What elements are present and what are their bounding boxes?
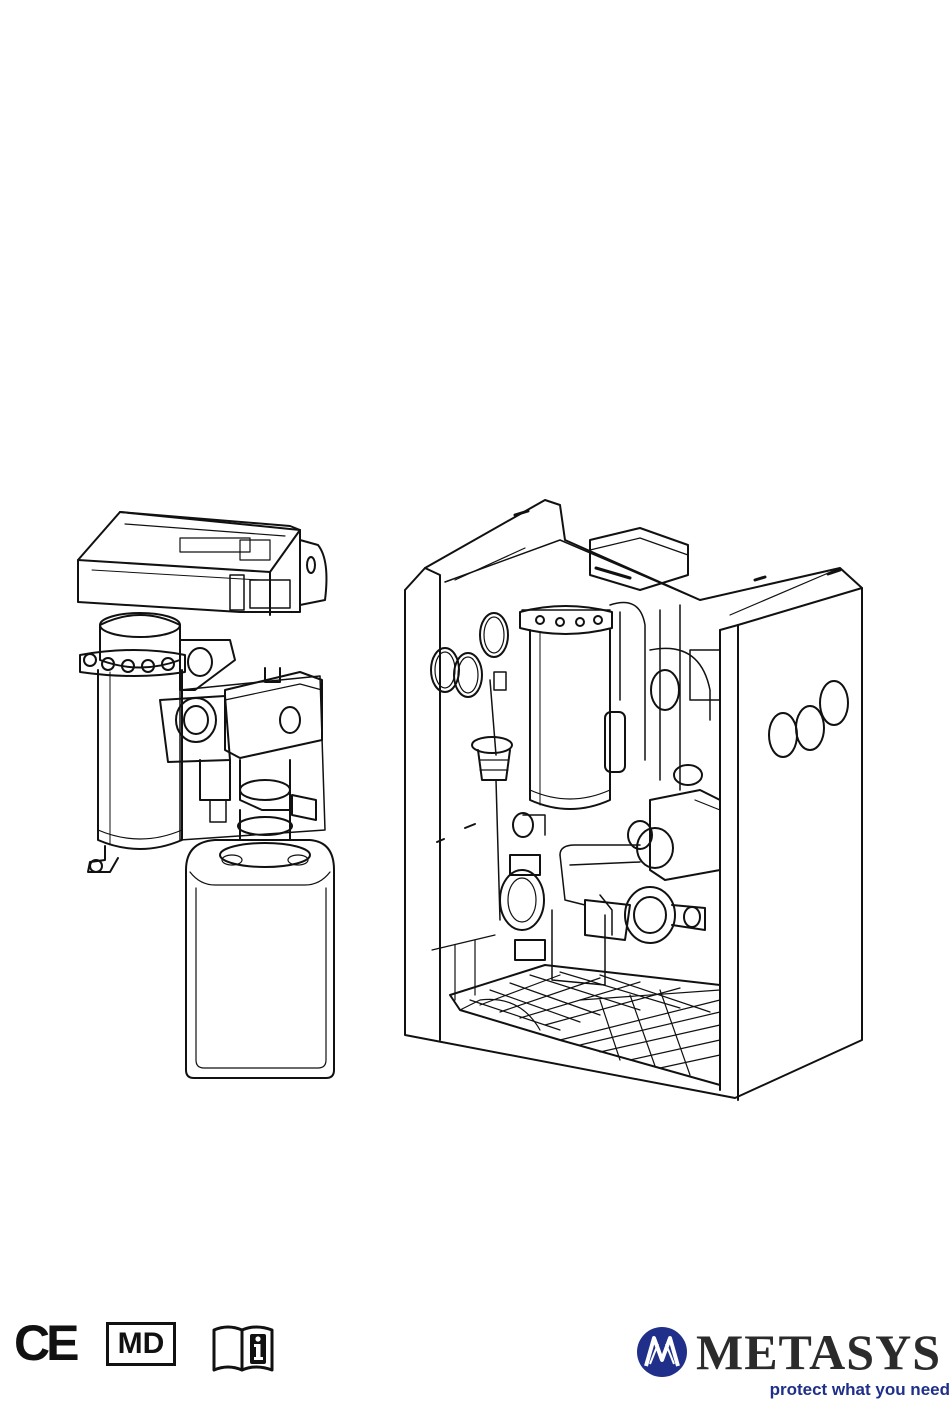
brand-tagline: protect what you need bbox=[770, 1380, 950, 1400]
metasys-circle-logo-icon bbox=[636, 1326, 688, 1378]
brand-name: METASYS bbox=[696, 1322, 941, 1382]
md-mark: MD bbox=[106, 1322, 176, 1366]
brand-block: METASYS protect what you need bbox=[630, 1322, 950, 1402]
filter-assembly bbox=[78, 512, 334, 1078]
instructions-info-icon bbox=[214, 1327, 272, 1370]
cabinet-unit bbox=[405, 500, 862, 1100]
ce-mark: CE bbox=[14, 1318, 76, 1368]
